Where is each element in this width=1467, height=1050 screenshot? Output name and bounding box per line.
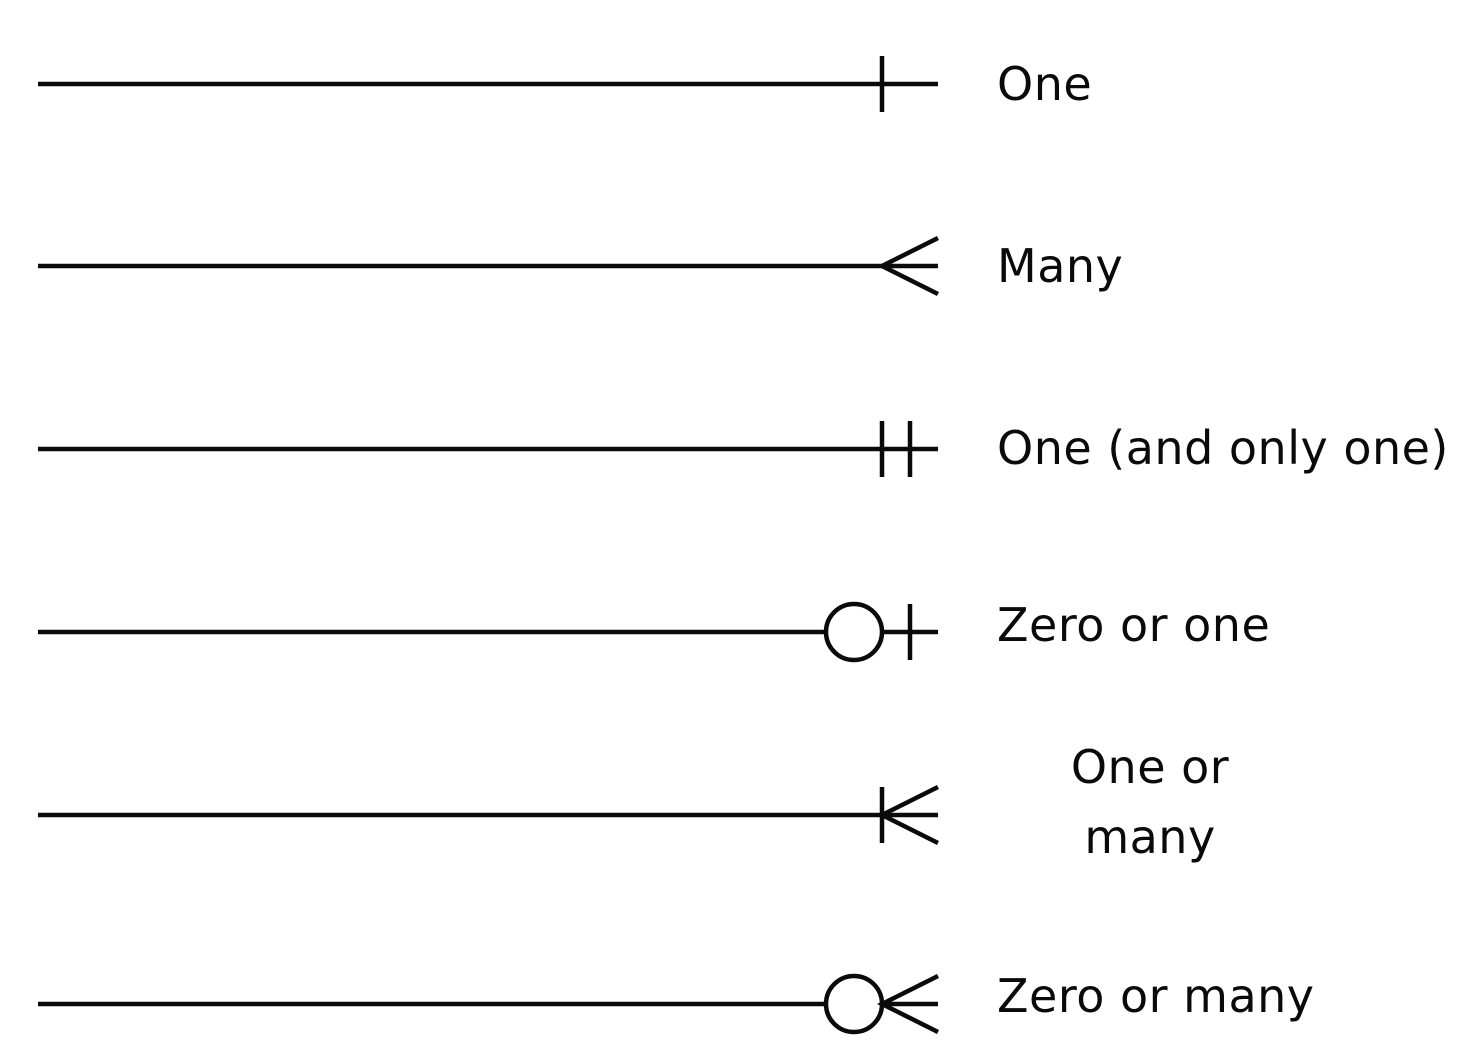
label-one-or-many: One or many	[1070, 740, 1230, 864]
zero-or-one-icon	[823, 601, 938, 663]
relationship-one-and-only-one	[38, 421, 938, 477]
relationship-one-or-many	[38, 784, 940, 846]
zero-or-many-icon	[823, 973, 940, 1035]
label-one: One	[997, 57, 1093, 111]
label-zero-or-one: Zero or one	[997, 598, 1271, 652]
relationship-one	[38, 56, 938, 112]
many-crowsfoot-icon	[876, 235, 940, 297]
label-zero-or-many: Zero or many	[997, 969, 1315, 1023]
label-many: Many	[997, 239, 1124, 293]
relationship-many	[38, 235, 940, 297]
label-one-and-only-one: One (and only one)	[997, 421, 1449, 475]
one-or-many-icon	[876, 784, 940, 846]
one-and-only-one-icon	[879, 421, 913, 477]
relationship-zero-or-one	[38, 601, 938, 663]
relationship-zero-or-many	[38, 973, 940, 1035]
